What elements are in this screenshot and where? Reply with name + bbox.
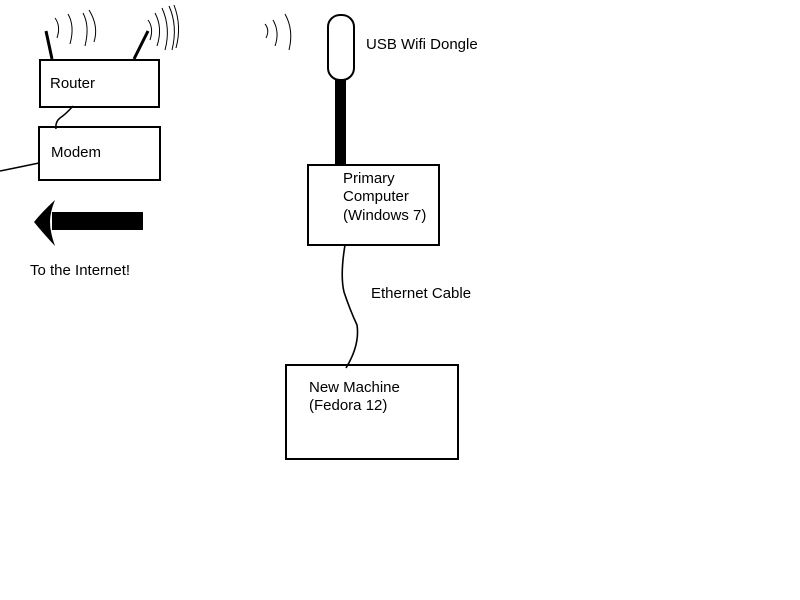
new-machine-label-line1: New Machine bbox=[309, 379, 400, 396]
new-machine-label-line2: (Fedora 12) bbox=[309, 397, 388, 414]
ethernet-cable-label: Ethernet Cable bbox=[371, 285, 472, 302]
router-antennas bbox=[44, 30, 150, 60]
usb-cable bbox=[335, 80, 346, 166]
router-modem-cable bbox=[55, 105, 74, 130]
modem-box bbox=[38, 126, 161, 181]
ethernet-cable bbox=[341, 244, 359, 369]
usb-dongle-label: USB Wifi Dongle bbox=[366, 36, 478, 53]
router-label: Router bbox=[50, 75, 96, 92]
internet-label: To the Internet! bbox=[30, 262, 131, 279]
left-arrow-icon bbox=[34, 200, 143, 246]
wifi-waves-dongle-icon bbox=[264, 13, 292, 51]
primary-computer-label-line2: Computer bbox=[343, 188, 409, 205]
usb-dongle-shape bbox=[327, 14, 355, 81]
modem-internet-line bbox=[0, 162, 40, 172]
wifi-waves-left-icon bbox=[54, 9, 97, 47]
primary-computer-box bbox=[307, 164, 440, 246]
primary-computer-label-line1: Primary bbox=[343, 170, 395, 187]
modem-label: Modem bbox=[51, 144, 102, 161]
router-antenna-right bbox=[132, 30, 150, 60]
wifi-waves-right-icon bbox=[147, 4, 180, 51]
primary-computer-label-line3: (Windows 7) bbox=[343, 207, 427, 224]
new-machine-box bbox=[285, 364, 459, 460]
router-antenna-left bbox=[44, 30, 54, 60]
router-box bbox=[39, 59, 160, 108]
